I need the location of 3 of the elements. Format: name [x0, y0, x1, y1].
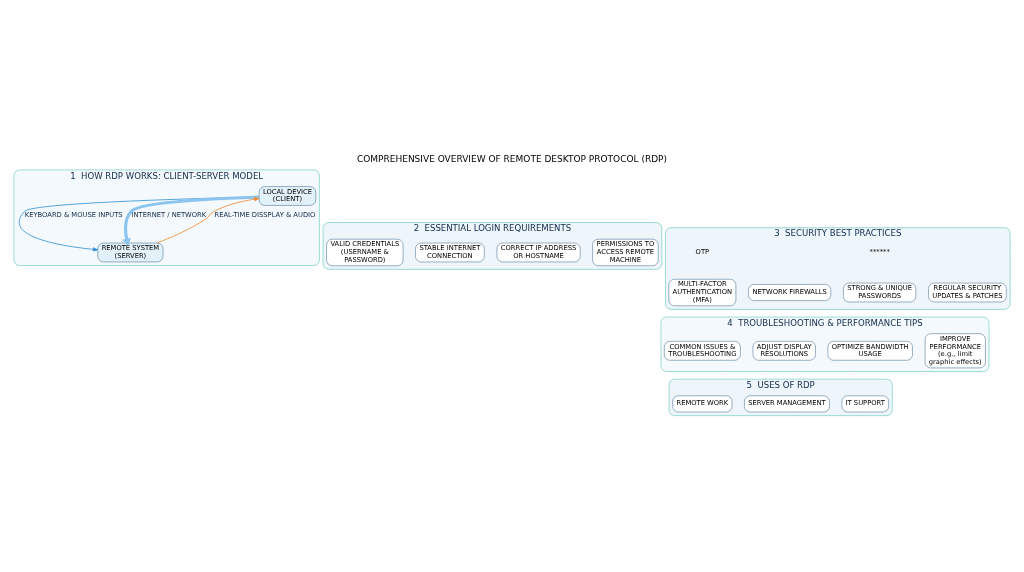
arrow — [122, 195, 260, 246]
arrow — [156, 197, 260, 244]
diagram-title: COMPREHENSIVE OVERVIEW OF REMOTE DESKTOP PROTOCOL (RDP) — [356, 153, 668, 164]
